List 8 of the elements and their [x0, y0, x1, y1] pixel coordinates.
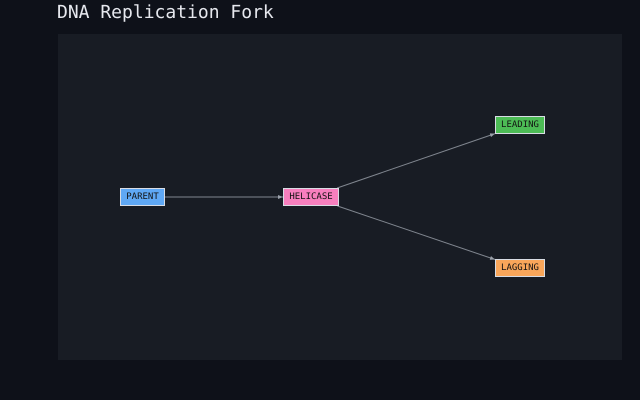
- diagram-title: DNA Replication Fork: [57, 2, 274, 23]
- arrow: [337, 206, 496, 260]
- arrow: [336, 133, 496, 188]
- process-box: LAGGING: [495, 259, 545, 277]
- process-box: LEADING: [495, 116, 545, 134]
- process-box: HELICASE: [283, 188, 339, 206]
- arrow: [164, 195, 284, 199]
- process-box: PARENT: [120, 188, 165, 206]
